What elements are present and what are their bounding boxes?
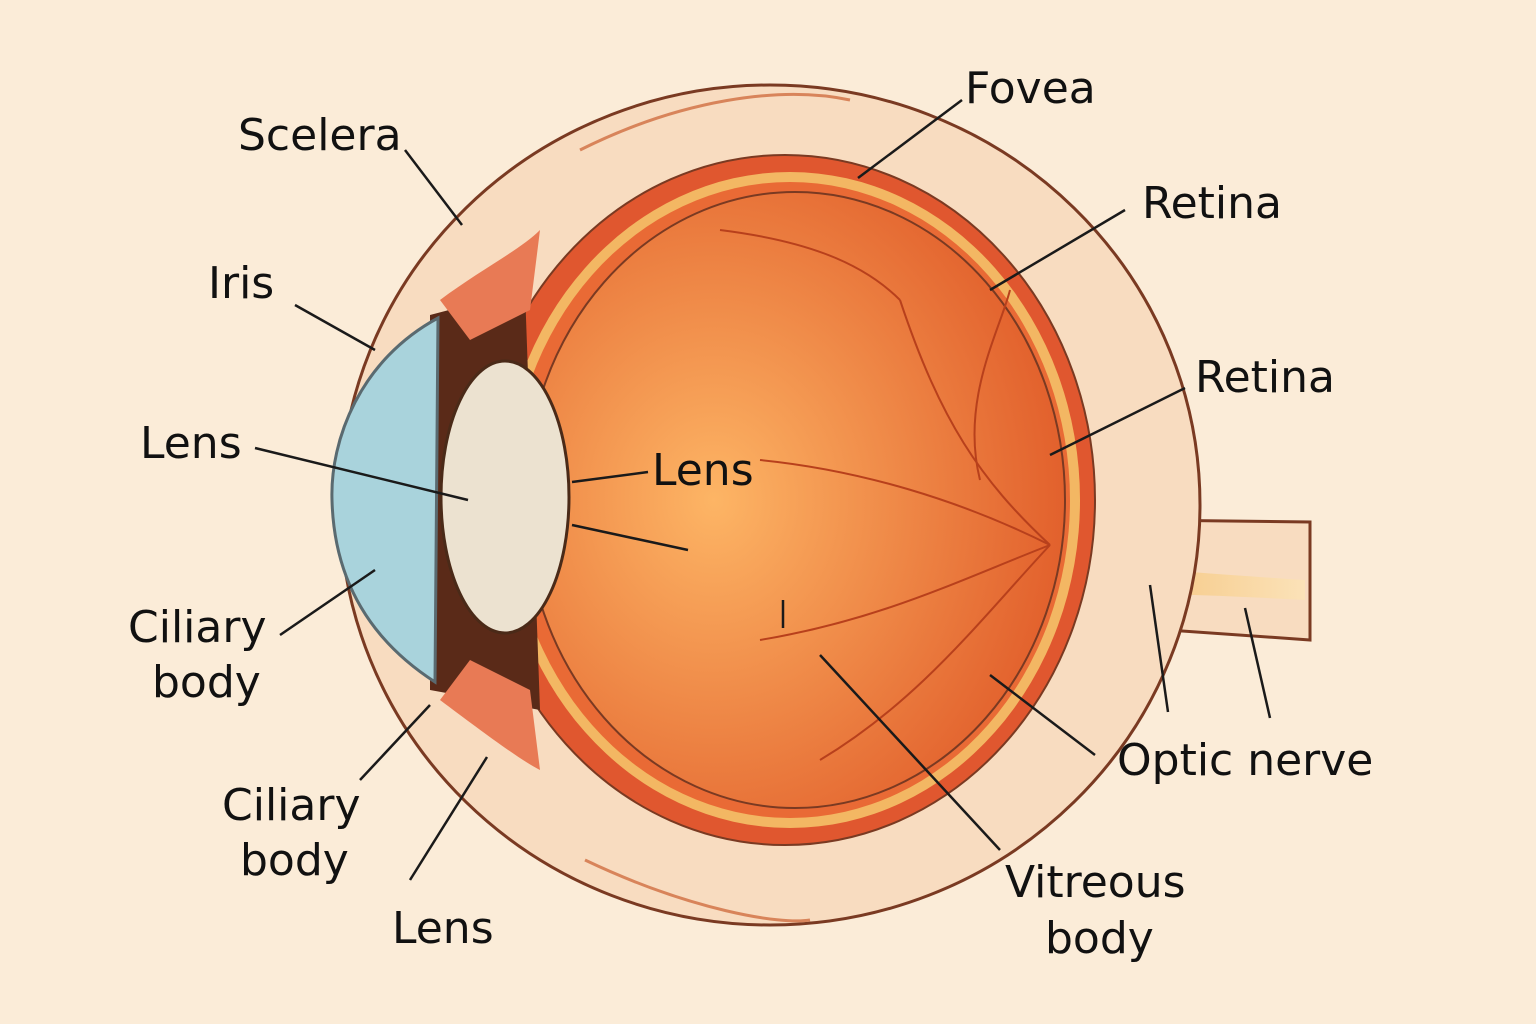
sclera-fiber [579,92,851,152]
label-ciliary-body-1: Ciliary [128,602,267,653]
blood-vessels [719,229,1051,761]
ciliary-body-upper [440,230,540,340]
leader-lines [254,99,1272,881]
label-ciliary-body-1-line2: body [152,657,261,708]
label-lens-bottom: Lens [392,903,494,954]
label-scelera: Scelera [238,110,402,161]
sclera-fiber [584,858,811,923]
label-vitreous-body-line2: body [1045,913,1154,964]
label-optic-nerve: Optic nerve [1117,735,1373,786]
label-lens-left: Lens [140,418,242,469]
cornea [330,315,440,685]
ciliary-body-lower [440,660,540,770]
label-fovea: Fovea [965,63,1096,114]
label-retina-2: Retina [1195,352,1335,403]
label-lens-center: Lens [652,445,754,496]
lens [439,359,571,635]
label-ciliary-body-2-line2: body [240,835,349,886]
label-vitreous-body: Vitreous [1005,857,1186,908]
label-iris: Iris [208,258,274,309]
vitreous-body [524,191,1066,809]
label-retina-1: Retina [1142,178,1282,229]
label-ciliary-body-2: Ciliary [222,780,361,831]
